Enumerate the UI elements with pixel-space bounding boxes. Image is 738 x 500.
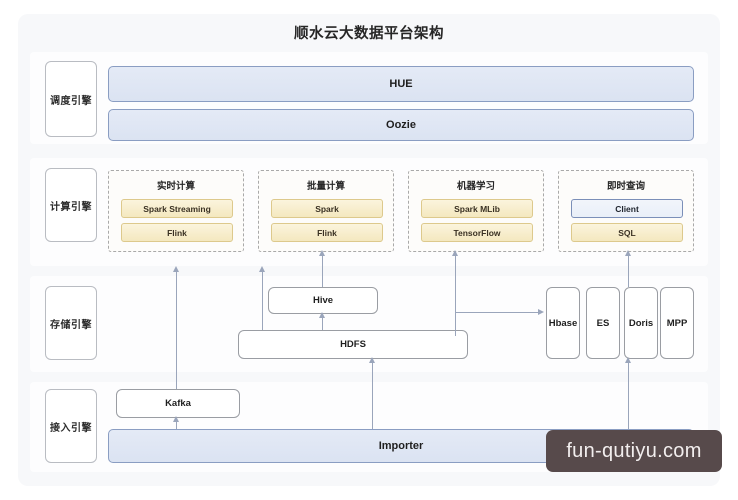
arrowhead-icon [538, 308, 544, 315]
arrow-kafka-to-realtime [176, 272, 177, 389]
component-hue[interactable]: HUE [108, 66, 694, 102]
arrow-storage-to-adhoc [628, 256, 629, 287]
component-sql[interactable]: SQL [571, 223, 683, 242]
layer-label-schedule: 调度引擎 [45, 61, 97, 137]
compute-group-batch: 批量计算 Spark Flink [258, 170, 394, 252]
compute-group-title: 即时查询 [606, 181, 645, 192]
arrow-hive-to-batch [322, 256, 323, 287]
component-spark-batch[interactable]: Spark [271, 199, 383, 218]
compute-group-adhoc-query: 即时查询 Client SQL [558, 170, 694, 252]
component-flink-batch[interactable]: Flink [271, 223, 383, 242]
component-hbase[interactable]: Hbase [546, 287, 580, 359]
arrowhead-icon [624, 357, 631, 363]
compute-group-title: 批量计算 [306, 181, 345, 192]
component-kafka[interactable]: Kafka [116, 389, 240, 418]
arrowhead-icon [624, 250, 631, 256]
page-title: 顺水云大数据平台架构 [294, 26, 444, 42]
arrow-importer-to-hdfs [372, 363, 373, 429]
arrow-importer-to-storage [628, 363, 629, 429]
layer-label-storage: 存储引擎 [45, 286, 97, 360]
component-oozie[interactable]: Oozie [108, 109, 694, 141]
component-spark-mlib[interactable]: Spark MLib [421, 199, 533, 218]
component-spark-streaming[interactable]: Spark Streaming [121, 199, 233, 218]
arrowhead-icon [318, 250, 325, 256]
component-flink-realtime[interactable]: Flink [121, 223, 233, 242]
arrow-importer-to-kafka [176, 422, 177, 429]
component-client[interactable]: Client [571, 199, 683, 218]
component-tensorflow[interactable]: TensorFlow [421, 223, 533, 242]
arrow-hdfs-to-hbase [455, 312, 540, 313]
watermark: fun-qutiyu.com [546, 430, 722, 472]
arrow-hdfs-to-batch [262, 272, 263, 330]
arrow-hdfs-to-hive [322, 318, 323, 330]
layer-label-access: 接入引擎 [45, 389, 97, 463]
compute-group-title: 机器学习 [456, 181, 495, 192]
compute-group-realtime: 实时计算 Spark Streaming Flink [108, 170, 244, 252]
layer-label-compute: 计算引擎 [45, 168, 97, 242]
arrowhead-icon [258, 266, 265, 272]
arrowhead-icon [172, 416, 179, 422]
arrow-hdfs-to-ml [455, 256, 456, 336]
arrowhead-icon [451, 250, 458, 256]
component-mpp[interactable]: MPP [660, 287, 694, 359]
arrowhead-icon [368, 357, 375, 363]
arrowhead-icon [172, 266, 179, 272]
component-hive[interactable]: Hive [268, 287, 378, 314]
compute-group-machine-learning: 机器学习 Spark MLib TensorFlow [408, 170, 544, 252]
component-es[interactable]: ES [586, 287, 620, 359]
component-hdfs[interactable]: HDFS [238, 330, 468, 359]
component-doris[interactable]: Doris [624, 287, 658, 359]
compute-group-title: 实时计算 [156, 181, 195, 192]
arrowhead-icon [318, 312, 325, 318]
